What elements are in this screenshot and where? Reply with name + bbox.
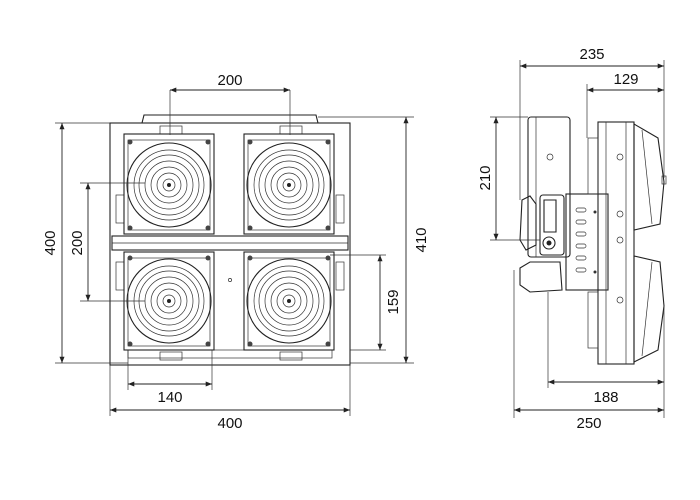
dim-label-depth-partial-top: 129	[613, 71, 638, 88]
dim-label-depth-partial-bottom: 188	[593, 389, 618, 406]
dim-top-spacing: 200	[169, 72, 291, 135]
front-view: 200 400 200 410 159	[42, 72, 430, 432]
dim-height-total: 410	[318, 116, 430, 364]
dim-depth-total-top: 235	[519, 46, 665, 200]
dim-label-depth-total-bottom: 250	[576, 415, 601, 432]
dim-height-outer: 400	[42, 122, 128, 364]
dim-lower-offset: 159	[330, 254, 402, 351]
dim-height-spacing: 200	[69, 182, 145, 302]
dim-label-depth-total-top: 235	[579, 46, 604, 63]
dim-label-bottom-spacing: 140	[157, 389, 182, 406]
pivot-knob	[542, 236, 556, 250]
dim-label-width-total: 400	[217, 415, 242, 432]
lamp-module-top-right	[243, 133, 335, 235]
dim-mount-height: 210	[477, 116, 540, 241]
dim-label-mount-height: 210	[477, 165, 494, 190]
top-mount-bracket	[141, 114, 319, 124]
dim-label-lower-offset: 159	[385, 289, 402, 314]
dim-label-top-spacing: 200	[217, 72, 242, 89]
dim-depth-total-bottom: 250	[513, 270, 664, 432]
dim-label-height-total: 410	[413, 227, 430, 252]
dim-label-height-spacing: 200	[69, 230, 86, 255]
dim-width-total: 400	[109, 365, 351, 432]
lamp-module-top-left	[123, 133, 215, 235]
side-view: 235 129 210 188 250	[477, 46, 667, 432]
lamp-module-bottom-right	[243, 251, 335, 351]
dim-depth-partial-bottom: 188	[547, 292, 665, 418]
heatsink-body	[597, 121, 635, 365]
dim-bottom-spacing: 140	[127, 350, 213, 406]
rear-mount-plate	[527, 116, 571, 258]
louver-panel	[565, 193, 609, 291]
dim-depth-partial-top: 129	[586, 71, 664, 138]
upper-lamp-head	[633, 123, 665, 231]
lower-lamp-head	[633, 255, 665, 363]
front-frame	[109, 122, 351, 366]
dim-label-height-outer: 400	[42, 230, 59, 255]
